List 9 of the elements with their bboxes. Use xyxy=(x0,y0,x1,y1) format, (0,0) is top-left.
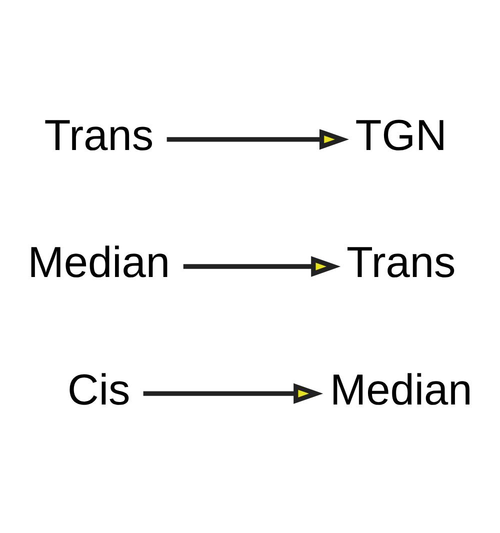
node-text: TGN xyxy=(355,112,447,160)
node-text: Cis xyxy=(68,366,130,414)
arrow xyxy=(143,383,324,404)
arrow xyxy=(183,256,341,277)
node-text: Trans xyxy=(346,239,456,288)
node-text: Trans xyxy=(44,112,154,160)
node-text: Median xyxy=(330,366,472,414)
arrow xyxy=(166,129,349,150)
node-text: Median xyxy=(28,239,170,288)
